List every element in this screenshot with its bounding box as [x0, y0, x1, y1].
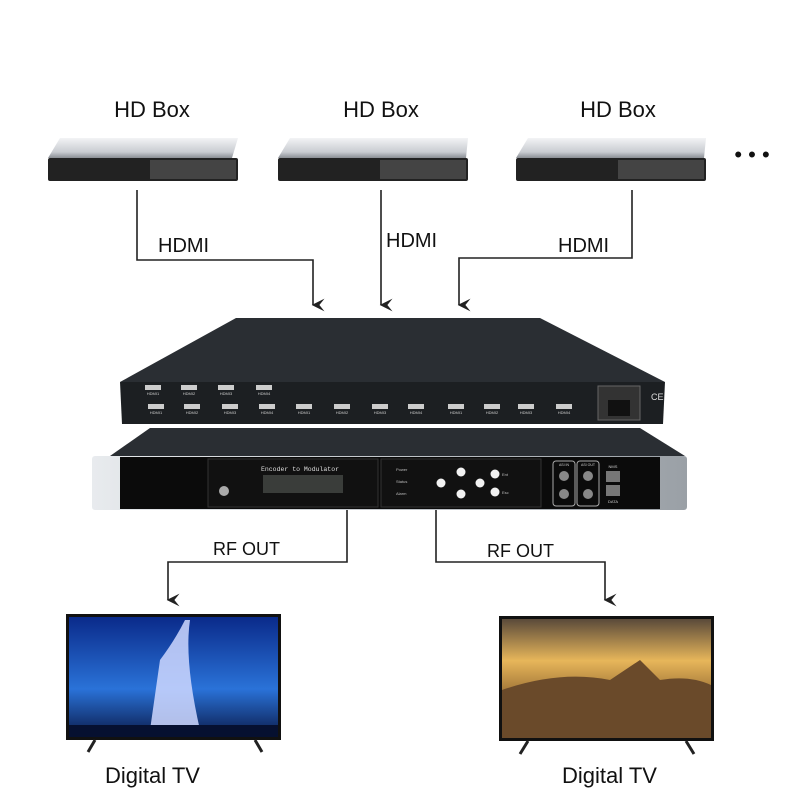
- hdmi-port: [518, 404, 534, 409]
- hdmi-port: [184, 404, 200, 409]
- hdmi-port-label: HDMI3: [220, 391, 233, 396]
- hdmi-port: [222, 404, 238, 409]
- hdmi-port-label: HDMI3: [374, 410, 387, 415]
- hdmi-port-label: HDMI2: [186, 410, 199, 415]
- hd-box-label: HD Box: [114, 97, 190, 122]
- tv-label: Digital TV: [562, 763, 657, 788]
- hd-box-3: HD Box: [516, 97, 706, 181]
- hdmi-port: [448, 404, 464, 409]
- hdmi-port-label: HDMI1: [450, 410, 463, 415]
- led-status-label: Status: [396, 479, 407, 484]
- hdmi-link-label: HDMI: [158, 235, 209, 257]
- led-alarm-label: Alarm: [396, 491, 407, 496]
- hdmi-port: [334, 404, 350, 409]
- asi-out-label: ASI OUT: [581, 463, 596, 467]
- data-label: DATA: [608, 499, 618, 504]
- hdmi-port-label: HDMI2: [183, 391, 196, 396]
- hdmi-port-label: HDMI4: [410, 410, 423, 415]
- front-title: Encoder to Modulator: [261, 466, 339, 473]
- lcd-display: [263, 475, 343, 493]
- device-front: Encoder to Modulator Power Status Alarm …: [92, 428, 687, 510]
- digital-tv-1: Digital TV: [66, 614, 281, 788]
- digital-tv-2: Digital TV: [499, 616, 714, 788]
- navigation-buttons[interactable]: [436, 467, 500, 499]
- more-sources-indicator: • • •: [734, 142, 769, 167]
- led-power-label: Power: [396, 467, 408, 472]
- ent-button-label: Ent: [502, 472, 509, 477]
- hdmi-port-label: HDMI4: [261, 410, 274, 415]
- hdmi-port: [372, 404, 388, 409]
- rf-out-link-label: RF OUT: [213, 539, 280, 559]
- hdmi-port-label: HDMI4: [558, 410, 571, 415]
- ce-mark: CE: [651, 392, 664, 402]
- hdmi-port-label: HDMI3: [224, 410, 237, 415]
- hdmi-port: [296, 404, 312, 409]
- hdmi-port-label: HDMI1: [150, 410, 163, 415]
- rf-out-connector: [219, 486, 229, 496]
- hdmi-port: [484, 404, 500, 409]
- hdmi-port-label: HDMI1: [147, 391, 160, 396]
- rf-out-link-label: RF OUT: [487, 541, 554, 561]
- hdmi-link-label: HDMI: [558, 235, 609, 257]
- asi-in-label: ASI IN: [559, 463, 570, 467]
- hd-box-1: HD Box: [48, 97, 238, 181]
- hdmi-port: [556, 404, 572, 409]
- hdmi-port: [218, 385, 234, 390]
- esc-button-label: Esc: [502, 490, 509, 495]
- hdmi-port: [181, 385, 197, 390]
- hdmi-port-label: HDMI4: [258, 391, 271, 396]
- hdmi-port-label: HDMI2: [336, 410, 349, 415]
- hdmi-port: [259, 404, 275, 409]
- tv-label: Digital TV: [105, 763, 200, 788]
- hdmi-port: [145, 385, 161, 390]
- hdmi-port: [256, 385, 272, 390]
- hdmi-connections: [136, 190, 633, 312]
- hdmi-port-label: HDMI2: [486, 410, 499, 415]
- hd-box-label: HD Box: [343, 97, 419, 122]
- hd-box-2: HD Box: [278, 97, 468, 181]
- rf-connections: [166, 510, 617, 607]
- nms-label: NMS: [609, 464, 618, 469]
- hdmi-link-label: HDMI: [386, 230, 437, 252]
- hdmi-port-label: HDMI1: [298, 410, 311, 415]
- hdmi-port-label: HDMI3: [520, 410, 533, 415]
- hdmi-port: [148, 404, 164, 409]
- hd-box-label: HD Box: [580, 97, 656, 122]
- hdmi-port: [408, 404, 424, 409]
